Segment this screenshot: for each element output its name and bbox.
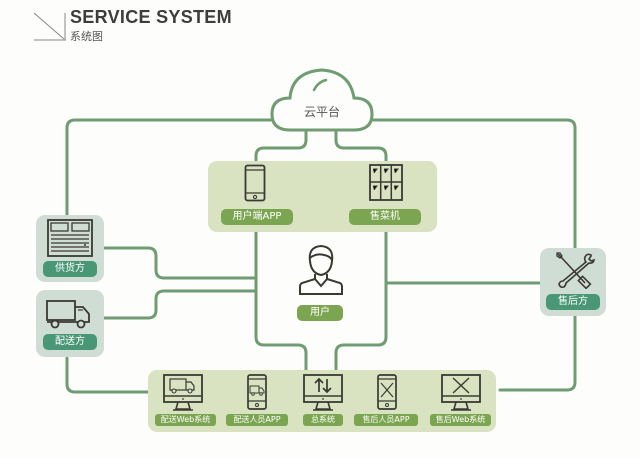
line-delivery-to-bottom [65, 356, 152, 394]
main-system-label: 总系统 [303, 414, 343, 426]
monitor-truck-icon [163, 374, 203, 411]
monitor-transfer-icon [303, 374, 343, 411]
line-cloud-to-aftersales [366, 118, 577, 252]
page-subtitle: 系统图 [70, 30, 103, 43]
line-top-panel-to-user-right [334, 228, 388, 374]
phone-tools-icon [377, 374, 397, 410]
aftersales-staff-app-label: 售后人员APP [354, 414, 418, 426]
line-supplier-to-user [101, 246, 258, 280]
monitor-tools-icon [441, 374, 481, 411]
page-title: SERVICE SYSTEM [70, 7, 232, 27]
truck-icon [46, 300, 90, 329]
aftersales-label: 售后方 [546, 294, 600, 310]
user-app-label: 用户端APP [221, 209, 293, 225]
vending-machine-label: 售菜机 [349, 209, 421, 225]
line-top-panel-to-user-left [254, 228, 308, 374]
line-cloud-to-supplier [65, 118, 280, 217]
tools-icon [556, 252, 595, 289]
delivery-label: 配送方 [43, 334, 97, 350]
cloud-icon [270, 68, 374, 132]
line-cloud-to-top-panel-left [254, 130, 308, 164]
line-aftersales-to-bottom [498, 314, 577, 392]
smartphone-icon [244, 164, 266, 202]
warehouse-door-icon [47, 219, 93, 257]
user-icon [299, 244, 343, 295]
delivery-web-label: 配送Web系统 [155, 414, 216, 426]
line-cloud-to-top-panel-right [334, 130, 388, 164]
header-corner-icon [33, 12, 66, 41]
phone-truck-icon [247, 374, 267, 410]
vending-machine-icon [369, 164, 403, 201]
supplier-label: 供货方 [43, 261, 97, 277]
line-delivery-to-user [101, 289, 258, 320]
delivery-staff-app-label: 配送人员APP [226, 414, 288, 426]
aftersales-web-label: 售后Web系统 [430, 414, 491, 426]
cloud-platform-label: 云平台 [303, 105, 340, 119]
user-label: 用户 [297, 305, 343, 321]
